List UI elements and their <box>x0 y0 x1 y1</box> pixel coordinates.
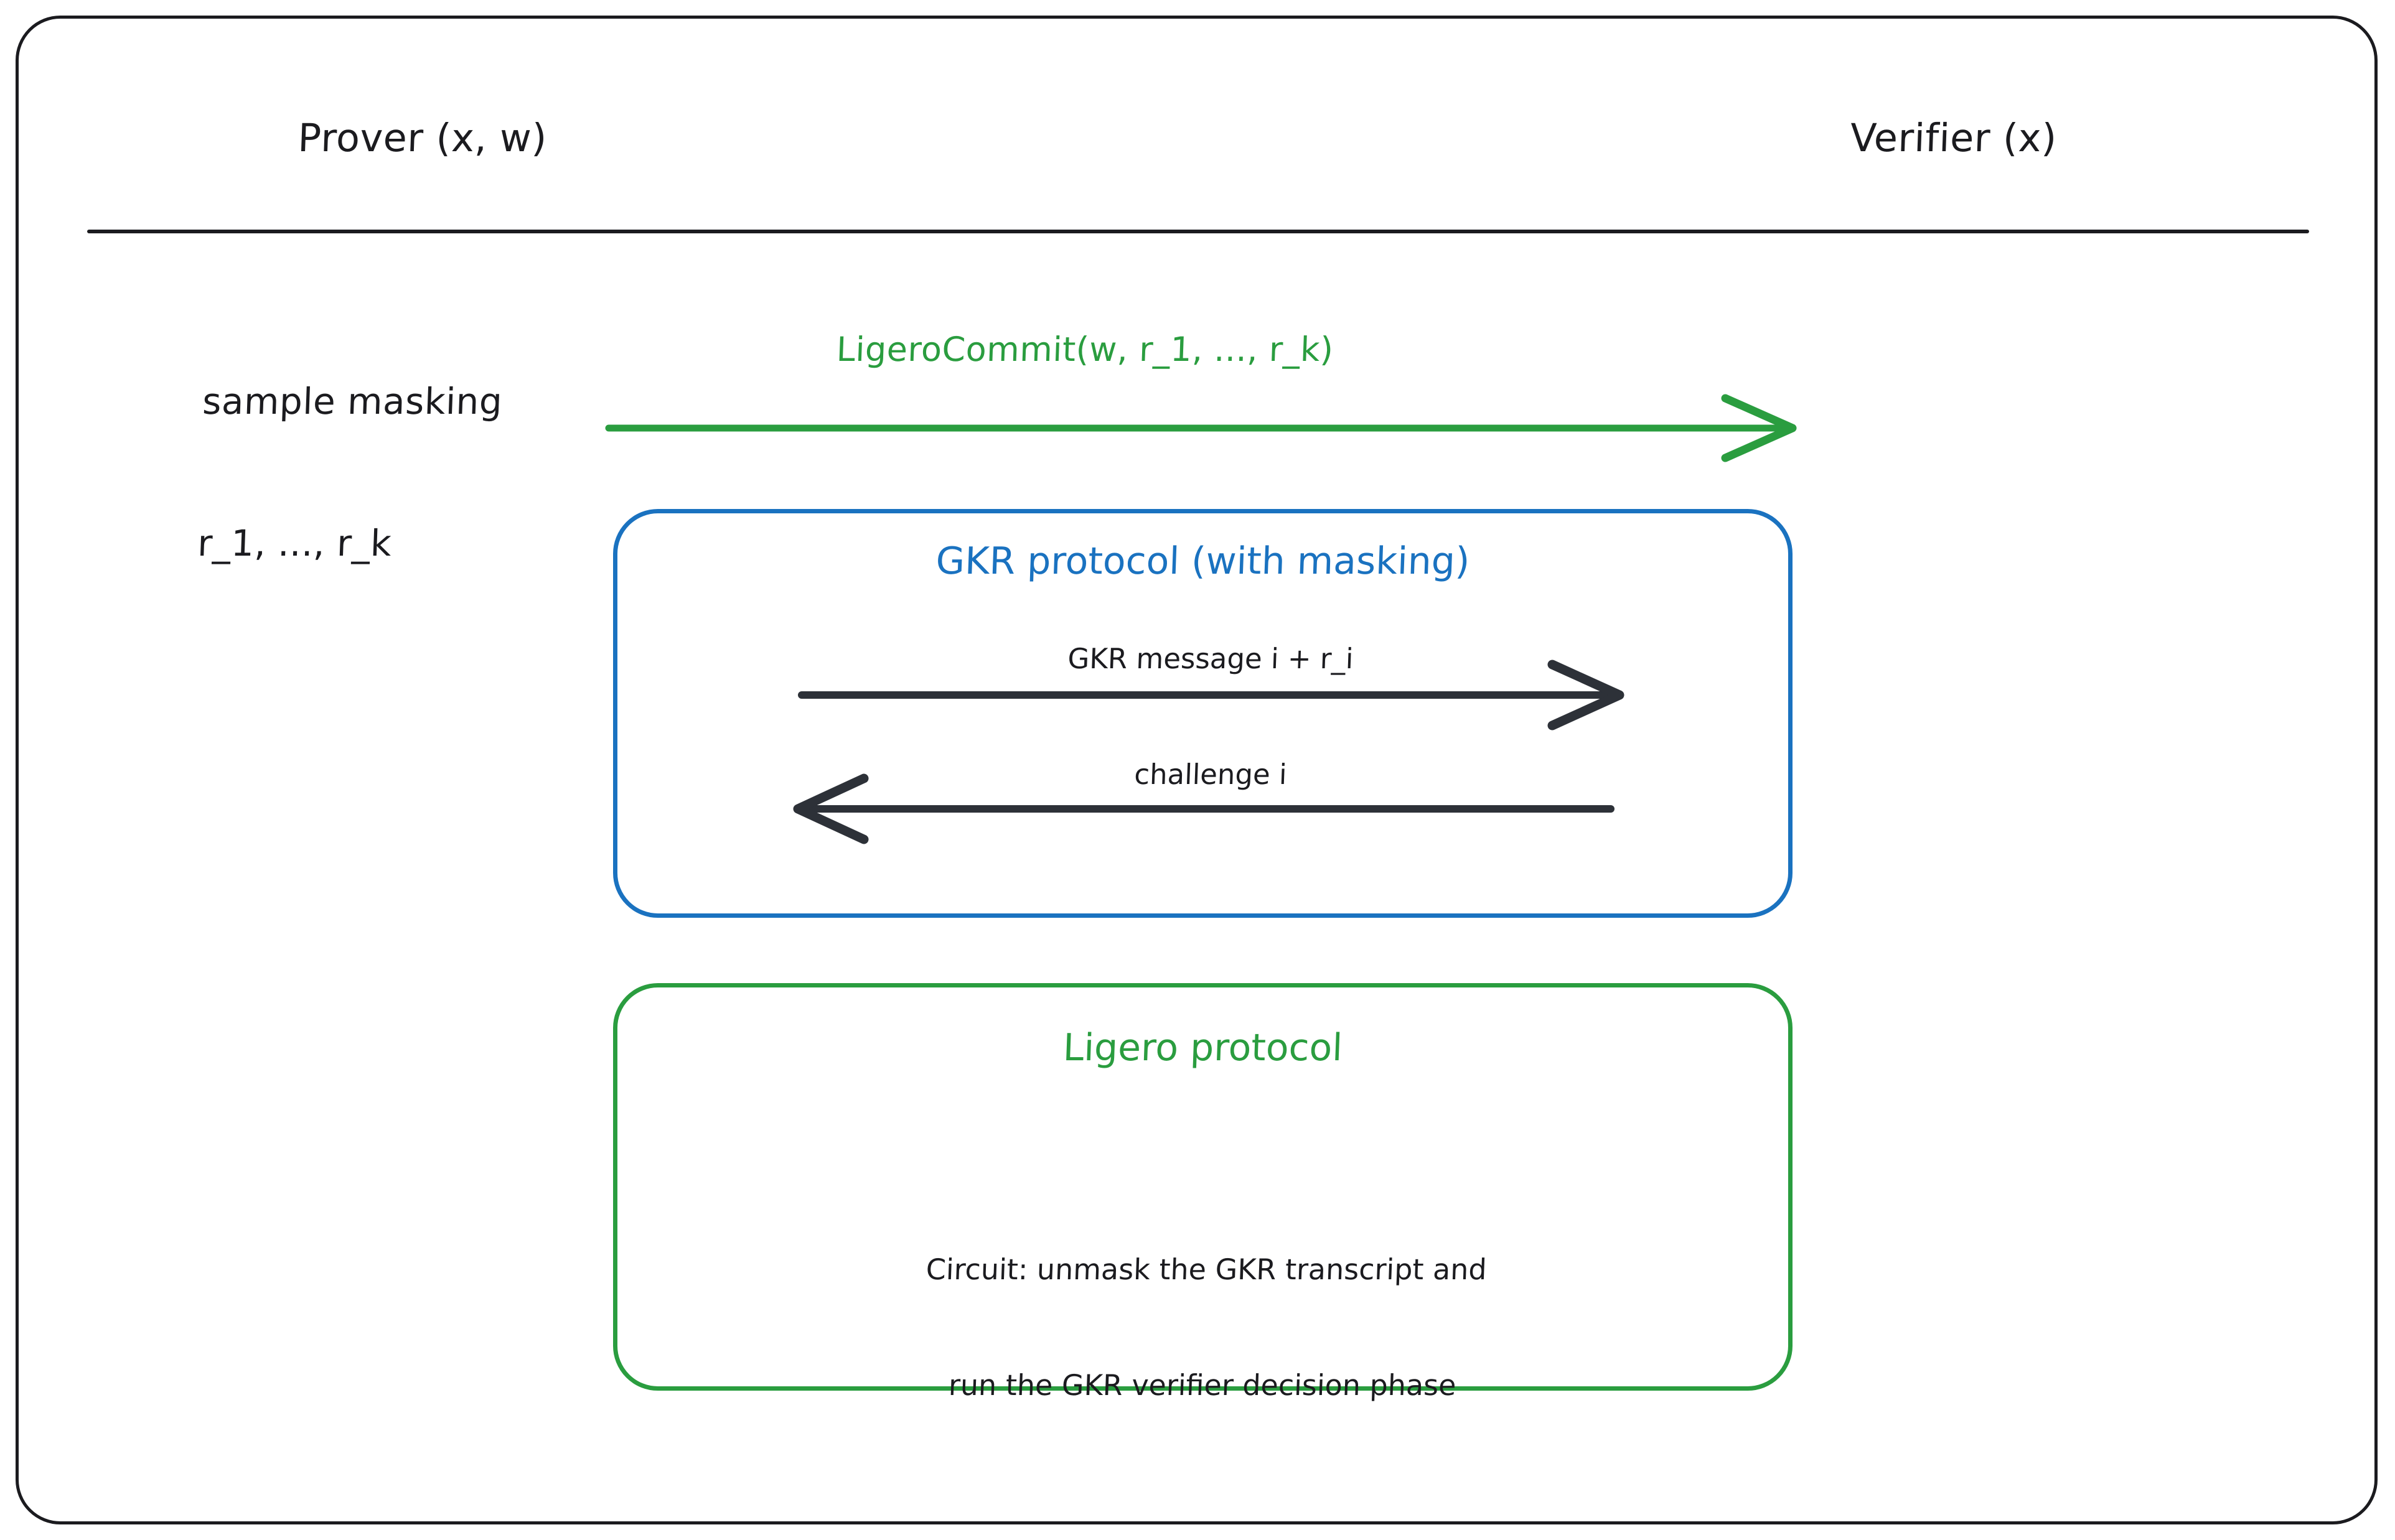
ligero-protocol-box: Ligero protocol <box>613 983 1793 1391</box>
verifier-role-label: Verifier (x) <box>1849 115 2058 161</box>
gkr-protocol-title: GKR protocol (with masking) <box>935 539 1471 583</box>
ligero-protocol-title: Ligero protocol <box>1062 1026 1344 1070</box>
ligero-circuit-description-line-2: run the GKR verifier decision phase <box>948 1368 1457 1402</box>
ligero-commit-message-label: LigeroCommit(w, r_1, ..., r_k) <box>835 330 1334 369</box>
prover-masking-note-line-1: sample masking <box>202 380 504 422</box>
prover-masking-note: sample masking r_1, ..., r_k <box>194 283 507 661</box>
header-divider-line <box>87 230 2309 233</box>
ligero-circuit-description: Circuit: unmask the GKR transcript and r… <box>670 1173 1738 1482</box>
gkr-challenge-label: challenge i <box>1133 758 1288 791</box>
ligero-circuit-description-line-1: Circuit: unmask the GKR transcript and <box>925 1253 1488 1286</box>
diagram-outer-frame <box>16 16 2378 1524</box>
gkr-protocol-box: GKR protocol (with masking) <box>613 509 1793 918</box>
gkr-message-label: GKR message i + r_i <box>1067 642 1354 675</box>
prover-masking-note-line-2: r_1, ..., r_k <box>197 522 393 564</box>
prover-role-label: Prover (x, w) <box>297 115 548 161</box>
